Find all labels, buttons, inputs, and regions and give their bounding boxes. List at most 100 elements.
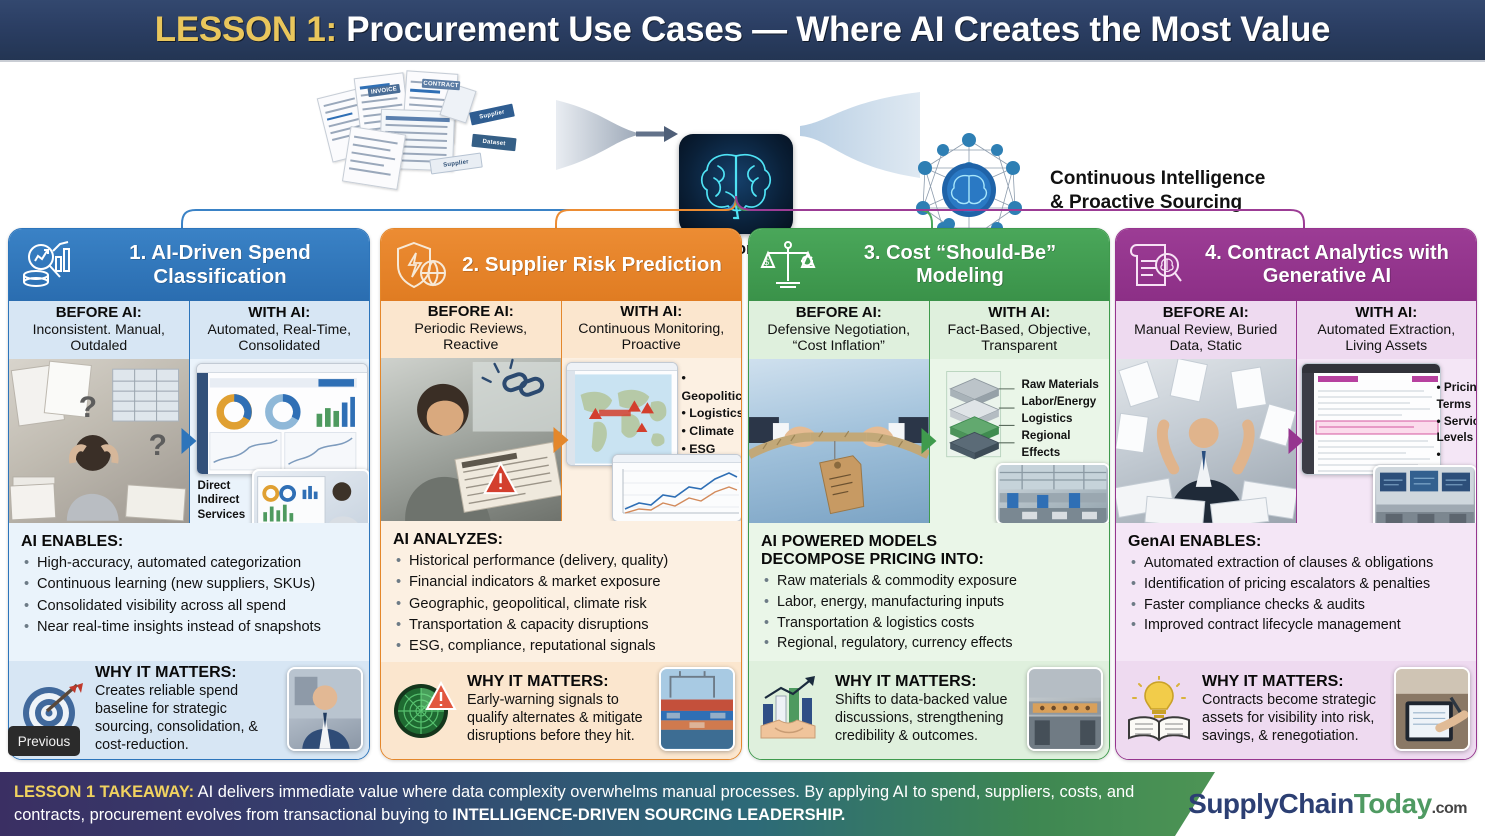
card2-title: 2. Supplier Risk Prediction	[462, 252, 722, 276]
card4-before-photo	[1116, 359, 1297, 523]
card1-title: 1. AI-Driven Spend Classification	[129, 241, 311, 288]
card2-bullets-head: AI ANALYZES:	[393, 531, 503, 549]
card2-list-item-1: Logistics	[682, 405, 741, 423]
card3-why-text: WHY IT MATTERS: Shifts to data-backed va…	[835, 673, 1020, 745]
card3-cost-components-list: Raw Materials Labor/Energy Logistics Reg…	[1022, 377, 1110, 462]
card2-before-label: BEFORE AI:	[427, 303, 514, 321]
card2-why-it-matters: WHY IT MATTERS: Early-warning signals to…	[381, 661, 741, 759]
shield-globe-icon	[389, 236, 451, 294]
card2-header: 2. Supplier Risk Prediction	[381, 229, 741, 301]
card2-bullets: AI ANALYZES: Historical performance (del…	[381, 521, 741, 662]
card2-before-with-row: BEFORE AI: Periodic Reviews, Reactive WI…	[381, 300, 741, 359]
card4-bullets-head: GenAI ENABLES:	[1128, 533, 1262, 550]
card3-image-row: Raw Materials Labor/Energy Logistics Reg…	[749, 359, 1109, 523]
card2-with-label: WITH AI:	[620, 303, 683, 321]
card1-with-visual: Direct Indirect Services	[189, 359, 369, 523]
card4-bullet-1: Identification of pricing escalators & p…	[1128, 574, 1466, 595]
card3-with-visual: Raw Materials Labor/Energy Logistics Reg…	[929, 359, 1110, 523]
card4-before-cell: BEFORE AI: Manual Review, Buried Data, S…	[1116, 301, 1297, 359]
card3-list-item-1: Labor/Energy	[1021, 394, 1097, 408]
card1-with-label: WITH AI:	[248, 304, 311, 322]
footer-takeaway-strong: INTELLIGENCE-DRIVEN SOURCING LEADERSHIP.	[452, 806, 846, 824]
card1-image-row: ? ?	[9, 359, 369, 523]
supplychaintoday-logo[interactable]: SupplyChainToday.com	[1188, 788, 1467, 820]
footer-takeaway-body: AI delivers immediate value where data c…	[14, 783, 1135, 824]
previous-tooltip[interactable]: Previous	[8, 726, 80, 756]
card4-bullet-0: Automated extraction of clauses & obliga…	[1128, 553, 1466, 574]
card3-before-photo	[749, 359, 930, 523]
card-supplier-risk-prediction[interactable]: 2. Supplier Risk Prediction BEFORE AI: P…	[380, 228, 742, 760]
ci-line-1: Continuous Intelligence	[1050, 168, 1266, 189]
card3-list-item-2: Logistics	[1021, 411, 1073, 425]
svg-text:?: ?	[149, 429, 167, 462]
card2-with-text: Continuous Monitoring, Proactive	[578, 321, 725, 354]
card-cost-should-be-modeling[interactable]: $ 3. Cost “Should-Be” Modeling BEFORE AI…	[748, 228, 1110, 760]
card1-before-photo: ? ?	[9, 359, 190, 523]
document-pile-illustration: INVOICE CONTRACT Supplier Dataset Suppli…	[316, 70, 558, 191]
card1-why-body: Creates reliable spend baseline for stra…	[95, 682, 258, 753]
card2-image-row: Geopolitics Logistics Climate ESG	[381, 358, 742, 522]
footer-bar: LESSON 1 TAKEAWAY: AI delivers immediate…	[0, 770, 1485, 836]
ai-brain-node	[679, 134, 793, 234]
magnifier-chart-coins-icon	[17, 236, 79, 294]
card3-why-body: Shifts to data-backed value discussions,…	[835, 691, 1008, 744]
card2-list-item-2: Climate	[682, 423, 742, 441]
card3-bullet-2: Transportation & logistics costs	[761, 613, 1099, 634]
card4-control-room-thumb	[1372, 465, 1476, 523]
card-contract-analytics-generative-ai[interactable]: 4. Contract Analytics with Generative AI…	[1115, 228, 1477, 760]
card1-before-with-row: BEFORE AI: Inconsistent. Manual, Outdale…	[9, 301, 369, 359]
svg-text:?: ?	[79, 391, 97, 424]
footer-takeaway-band: LESSON 1 TAKEAWAY: AI delivers immediate…	[0, 772, 1215, 836]
doc-tag-dataset: Dataset	[471, 133, 517, 152]
funnel-right-arrow	[800, 92, 920, 178]
card3-list-item-0: Raw Materials	[1021, 378, 1099, 391]
card3-factory-thumb	[995, 463, 1109, 523]
card3-title: 3. Cost “Should-Be” Modeling	[863, 241, 1057, 287]
card4-with-label: WITH AI:	[1355, 304, 1418, 322]
card1-with-text: Automated, Real-Time, Consolidated	[207, 320, 351, 353]
card4-list-item-0: Pricing Terms	[1437, 379, 1477, 413]
card2-bullet-3: Transportation & capacity disruptions	[393, 615, 731, 637]
scales-gear-icon: $	[757, 236, 819, 294]
card4-before-label: BEFORE AI:	[1162, 304, 1249, 322]
lightbulb-book-icon	[1123, 671, 1195, 747]
card3-before-text: Defensive Negotiation, “Cost Inflation”	[767, 321, 911, 354]
card3-before-cell: BEFORE AI: Defensive Negotiation, “Cost …	[749, 301, 930, 359]
card1-list-item-0: Direct	[197, 479, 231, 492]
card2-with-cell: WITH AI: Continuous Monitoring, Proactiv…	[561, 300, 741, 359]
card2-why-head: WHY IT MATTERS:	[467, 673, 609, 691]
card1-spend-types-list: Direct Indirect Services	[198, 479, 246, 522]
card1-why-thumb	[287, 667, 363, 751]
card3-transition-arrow	[921, 428, 937, 454]
card2-before-text: Periodic Reviews, Reactive	[414, 321, 528, 354]
card2-why-text: WHY IT MATTERS: Early-warning signals to…	[467, 673, 652, 745]
card1-before-cell: BEFORE AI: Inconsistent. Manual, Outdale…	[9, 301, 190, 359]
card-ai-driven-spend-classification[interactable]: 1. AI-Driven Spend Classification BEFORE…	[8, 228, 370, 760]
card1-analyst-thumb	[251, 469, 369, 523]
use-case-cards: 1. AI-Driven Spend Classification BEFORE…	[0, 228, 1485, 768]
card2-why-thumb	[659, 667, 735, 752]
card4-why-head: WHY IT MATTERS:	[1202, 673, 1344, 691]
card3-why-thumb	[1027, 667, 1103, 751]
footer-takeaway-text: LESSON 1 TAKEAWAY: AI delivers immediate…	[0, 781, 1215, 826]
card4-with-cell: WITH AI: Automated Extraction, Living As…	[1296, 301, 1476, 359]
ai-transformation-flow: INVOICE CONTRACT Supplier Dataset Suppli…	[0, 62, 1485, 258]
card3-bullet-1: Labor, energy, manufacturing inputs	[761, 592, 1099, 613]
card4-before-with-row: BEFORE AI: Manual Review, Buried Data, S…	[1116, 301, 1476, 359]
continuous-intelligence-label: Continuous Intelligence & Proactive Sour…	[1050, 167, 1350, 216]
card4-why-it-matters: WHY IT MATTERS: Contracts become strateg…	[1116, 661, 1476, 759]
card4-why-thumb	[1394, 667, 1470, 751]
card3-list-item-3: Regional Effects	[1021, 428, 1071, 459]
card1-bullet-3: Near real-time insights instead of snaps…	[21, 617, 359, 639]
card4-with-visual: Pricing Terms Service Levels Renswal Dat…	[1296, 359, 1477, 523]
logo-part-today: Today	[1353, 788, 1432, 819]
card4-bullet-3: Improved contract lifecycle management	[1128, 615, 1466, 636]
card1-list-item-2: Services	[197, 507, 246, 521]
card-connector-lines	[181, 196, 1305, 236]
card1-before-text: Inconsistent. Manual, Outdaled	[32, 320, 165, 353]
card1-dashboard-mock	[195, 363, 368, 475]
card2-bullet-0: Historical performance (delivery, qualit…	[393, 551, 731, 573]
card1-header: 1. AI-Driven Spend Classification	[9, 229, 369, 301]
card1-bullets: AI ENABLES: High-accuracy, automated cat…	[9, 523, 369, 661]
card2-risk-factors-list: Geopolitics Logistics Climate ESG	[682, 370, 742, 458]
